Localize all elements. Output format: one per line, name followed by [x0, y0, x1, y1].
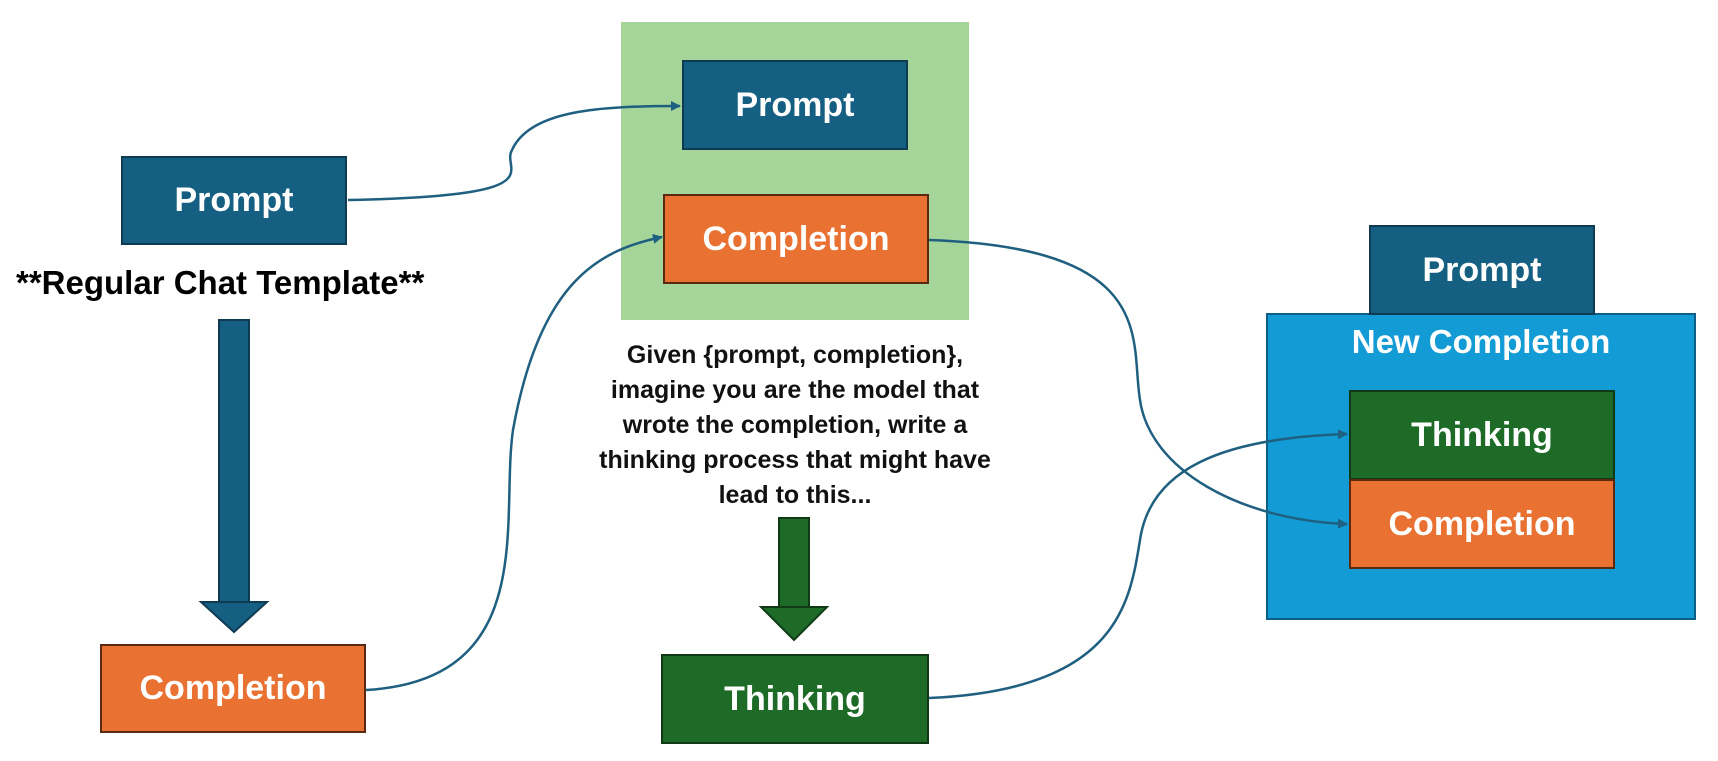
left-prompt-box: Prompt: [121, 156, 347, 245]
right-thinking-box: Thinking: [1349, 390, 1615, 480]
right-prompt-box: Prompt: [1369, 225, 1595, 315]
instruction-line: Given {prompt, completion},: [626, 341, 964, 369]
right-thinking-label: Thinking: [1411, 415, 1553, 454]
left-completion-label: Completion: [139, 669, 327, 707]
right-prompt-label: Prompt: [1422, 250, 1542, 289]
regular-chat-template-caption: **Regular Chat Template**: [16, 264, 425, 301]
connector-thinking-to-new: [928, 429, 1348, 700]
right-completion-label: Completion: [1388, 504, 1576, 543]
middle-prompt-box: Prompt: [682, 60, 908, 150]
new-completion-title: New Completion: [1351, 323, 1611, 360]
left-prompt-label: Prompt: [174, 181, 294, 219]
instruction-line: lead to this...: [718, 481, 872, 509]
middle-thinking-label: Thinking: [724, 679, 866, 718]
instruction-line: imagine you are the model that: [610, 376, 980, 404]
instruction-text: Given {prompt, completion}, imagine you …: [560, 338, 1030, 513]
right-completion-box: Completion: [1349, 479, 1615, 569]
down-arrow-blue: [198, 319, 270, 634]
connector-completion-to-pair: [365, 233, 663, 692]
down-arrow-green: [758, 517, 830, 642]
connector-prompt-to-pair: [347, 101, 681, 202]
middle-completion-box: Completion: [663, 194, 929, 284]
left-completion-box: Completion: [100, 644, 366, 733]
middle-prompt-label: Prompt: [735, 85, 855, 124]
instruction-line: wrote the completion, write a: [622, 411, 968, 439]
connector-pair-completion-to-new: [928, 238, 1348, 529]
instruction-line: thinking process that might have: [599, 446, 991, 474]
middle-completion-label: Completion: [702, 219, 890, 258]
middle-thinking-box: Thinking: [661, 654, 929, 744]
